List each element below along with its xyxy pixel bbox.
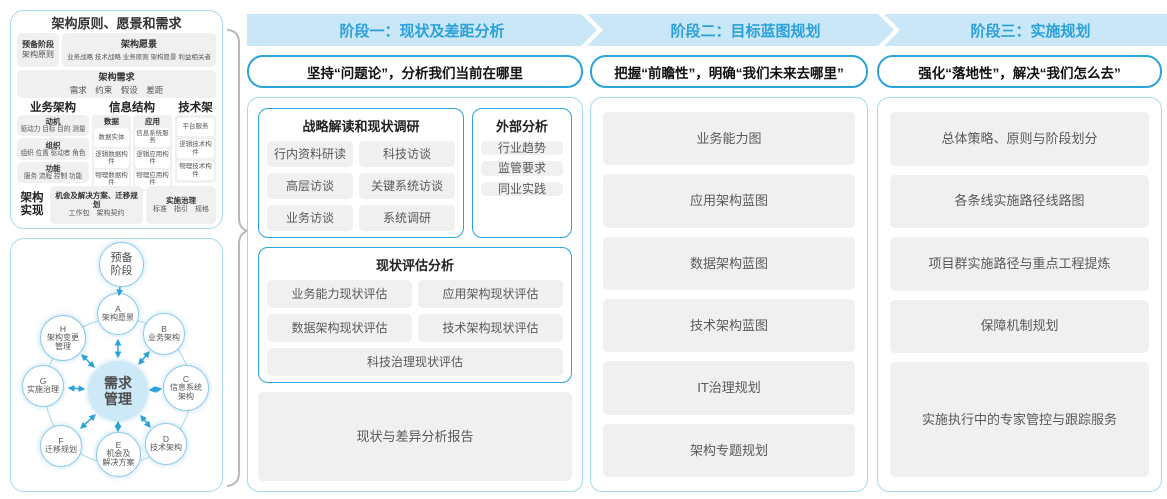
opportunities-migration-box: 机会及解决方案、迁移规划 工作包 架构契约	[50, 186, 144, 224]
assess-item: 技术架构现状评估	[418, 314, 563, 342]
phase3-item: 保障机制规划	[890, 299, 1149, 353]
platform-service-box: 平台服务	[177, 118, 214, 137]
logical-data-box: 逻辑数据构件	[94, 148, 129, 168]
cycle-node-e: E 机会及 解决方案	[96, 432, 141, 477]
assess-item: 数据架构现状评估	[267, 314, 412, 342]
arch-principle-label: 架构原则	[22, 50, 54, 59]
phase3-subtitle: 强化“落地性”，解决“我们怎么去”	[877, 55, 1162, 88]
information-structure-column: 信息结构 数据 数据实体 逻辑数据构件 物理数据构件 应用 信息系统服务 逻辑应…	[92, 101, 172, 191]
phase2-content-panel: 业务能力图 应用架构蓝图 数据架构蓝图 技术架构蓝图 IT治理规划 架构专题规划	[590, 97, 868, 492]
business-architecture-column: 业务架构 动机 驱动力 目标 目的 测量 组织 组织 位置 驱动者 角色 功能 …	[17, 101, 89, 183]
external-item: 行业趋势	[481, 141, 563, 156]
phase1-content-panel: 战略解读和现状调研 行内资料研读 科技访谈 高层访谈 关键系统访谈 业务访谈 系…	[247, 97, 583, 492]
assess-title: 现状评估分析	[375, 258, 454, 273]
phase2-item: 架构专题规划	[603, 423, 855, 477]
info-system-service-box: 信息系统服务	[135, 128, 170, 147]
survey-title: 战略解读和现状调研	[302, 119, 420, 134]
gap-analysis-report-box: 现状与差异分析报告	[258, 392, 572, 481]
survey-item: 系统调研	[359, 205, 455, 231]
phase2-subtitle: 把握“前瞻性”，明确“我们未来去哪里”	[590, 55, 868, 88]
phase3-item: 总体策略、原则与阶段划分	[890, 112, 1149, 166]
cycle-prep-circle: 预备 阶段	[99, 242, 144, 287]
architecture-principles-panel: 架构原则、愿景和需求 预备阶段 架构原则 架构愿景 业务战略 技术战略 业务原则…	[10, 10, 223, 229]
phase2-item: IT治理规划	[603, 361, 855, 415]
architecture-implementation-row: 架构实现 机会及解决方案、迁移规划 工作包 架构契约 实施治理 标准 指引 规格	[17, 186, 216, 224]
panel-title: 架构原则、愿景和需求	[51, 16, 182, 31]
assess-item: 科技治理现状评估	[267, 348, 563, 376]
survey-item: 关键系统访谈	[359, 173, 455, 199]
technical-architecture-column: 技术架构 平台服务 逻辑技术构件 物理技术构件	[175, 101, 216, 183]
cycle-node-h: H 架构变更 管理	[40, 315, 86, 361]
logical-app-box: 逻辑应用构件	[135, 148, 170, 168]
requirements-items: 需求 约束 假设 差距	[69, 84, 164, 95]
assess-item: 业务能力现状评估	[267, 280, 412, 308]
cycle-center-circle: 需求 管理	[88, 361, 148, 421]
external-item: 监管要求	[481, 161, 563, 176]
phase3-item: 实施执行中的专家管控与跟踪服务	[890, 362, 1149, 478]
logical-tech-box: 逻辑技术构件	[177, 139, 214, 159]
impl-label: 架构实现	[20, 191, 44, 217]
cycle-node-g: G 实施治理	[22, 365, 64, 407]
external-title: 外部分析	[495, 119, 548, 134]
business-arch-header: 业务架构	[30, 102, 76, 114]
info-structure-header: 信息结构	[109, 102, 155, 114]
survey-item: 业务访谈	[267, 205, 353, 231]
phase-header-band: 阶段一：现状及差距分析 阶段二：目标蓝图规划 阶段三：实施规划	[247, 14, 1167, 46]
cycle-node-c: C 信息系统 架构	[163, 365, 209, 411]
phase3-item: 各条线实施路径线路图	[890, 174, 1149, 228]
data-entity-box: 数据实体	[94, 128, 129, 147]
phase1-header: 阶段一：现状及差距分析	[247, 14, 597, 46]
cycle-node-b: B 业务架构	[143, 313, 185, 355]
data-subcolumn: 数据 数据实体 逻辑数据构件 物理数据构件	[92, 115, 131, 191]
phase3-content-panel: 总体策略、原则与阶段划分 各条线实施路径线路图 项目群实施路径与重点工程提炼 保…	[877, 97, 1162, 492]
survey-item: 行内资料研读	[267, 141, 353, 167]
prep-vision-row: 预备阶段 架构原则 架构愿景 业务战略 技术战略 业务原则 架构愿景 利益相关者	[17, 33, 216, 67]
phase2-item: 应用架构蓝图	[603, 174, 855, 228]
vision-title: 架构愿景	[120, 39, 157, 50]
function-box: 功能 服务 流程 控制 功能	[17, 161, 89, 183]
phase2-header: 阶段二：目标蓝图规划	[587, 14, 894, 46]
motivation-box: 动机 驱动力 目标 目的 测量	[17, 115, 89, 137]
phase2-item: 技术架构蓝图	[603, 298, 855, 353]
adm-cycle-panel: 预备 阶段 需求 管理 A 架构愿景 B 业务架构 C 信息系统 架构 D 技术…	[10, 238, 223, 492]
architecture-vision-box: 架构愿景 业务战略 技术战略 业务原则 架构愿景 利益相关者	[62, 33, 216, 67]
requirements-title: 架构需求	[98, 72, 135, 83]
physical-data-box: 物理数据构件	[94, 169, 129, 189]
phase3-header: 阶段三：实施规划	[884, 14, 1167, 46]
cycle-node-d: D 技术架构	[145, 423, 187, 465]
survey-item: 高层访谈	[267, 173, 353, 199]
organization-box: 组织 组织 位置 驱动者 角色	[17, 138, 89, 160]
architecture-requirements-box: 架构需求 需求 约束 假设 差距	[17, 70, 216, 98]
vision-items: 业务战略 技术战略 业务原则 架构愿景 利益相关者	[67, 53, 211, 61]
external-item: 同业实践	[481, 181, 563, 197]
architecture-columns: 业务架构 动机 驱动力 目标 目的 测量 组织 组织 位置 驱动者 角色 功能 …	[17, 101, 216, 191]
preparation-phase-box: 预备阶段 架构原则	[17, 33, 59, 67]
strategy-survey-box: 战略解读和现状调研 行内资料研读 科技访谈 高层访谈 关键系统访谈 业务访谈 系…	[258, 108, 464, 238]
implementation-governance-box: 实施治理 标准 指引 规格	[146, 186, 216, 224]
cycle-node-f: F 迁移规划	[40, 425, 82, 467]
prep-phase-label: 预备阶段	[22, 40, 54, 49]
tech-arch-header: 技术架构	[178, 102, 213, 128]
phase1-subtitle: 坚持“问题论”，分析我们当前在哪里	[247, 55, 583, 88]
physical-app-box: 物理应用构件	[135, 169, 170, 189]
assess-item: 应用架构现状评估	[418, 280, 563, 308]
survey-item: 科技访谈	[359, 141, 455, 167]
application-subcolumn: 应用 信息系统服务 逻辑应用构件 物理应用构件	[133, 115, 172, 191]
physical-tech-box: 物理技术构件	[177, 161, 214, 180]
cycle-node-a: A 架构愿景	[97, 293, 139, 335]
phase2-item: 数据架构蓝图	[603, 236, 855, 290]
external-analysis-box: 外部分析 行业趋势 监管要求 同业实践	[472, 108, 572, 238]
current-state-assessment-box: 现状评估分析 业务能力现状评估 应用架构现状评估 数据架构现状评估 技术架构现状…	[258, 247, 572, 383]
phase3-item: 项目群实施路径与重点工程提炼	[890, 237, 1149, 291]
phase2-item: 业务能力图	[603, 112, 855, 166]
